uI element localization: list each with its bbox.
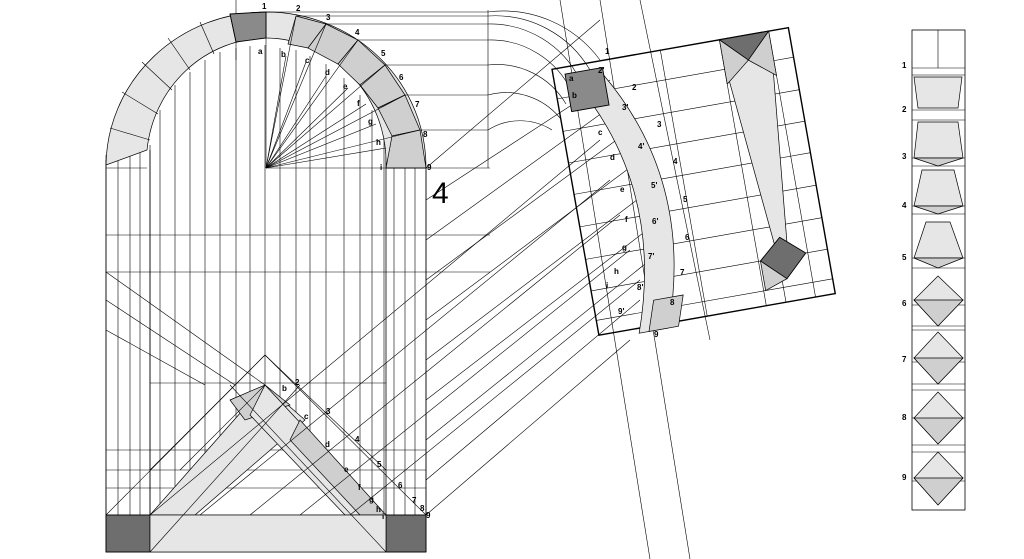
bottom-letter-f: f [358, 483, 361, 492]
strip-num-6: 6 [902, 299, 907, 308]
rot-letter-a: a [569, 74, 574, 83]
rot-prime-8: 8' [637, 283, 643, 292]
strip-num-1: 1 [902, 61, 907, 70]
bottom-letter-i: i [382, 512, 384, 521]
strip-num-4: 4 [902, 201, 907, 210]
strip-num-2: 2 [902, 105, 907, 114]
diagonal-lines [105, 271, 427, 553]
arc-letter-c: c [305, 56, 310, 65]
bottom-num-5: 5 [377, 460, 382, 469]
rot-letter-f: f [625, 215, 628, 224]
bottom-num-2: 2 [295, 378, 300, 387]
arc-letter-e: e [343, 82, 348, 91]
arc-num-8: 8 [423, 130, 428, 139]
arc-letter-g: g [368, 117, 373, 126]
strip-number-labels: 1 2 3 4 5 6 7 8 9 [902, 61, 907, 482]
arc-letter-i: i [380, 163, 382, 172]
bottom-letter-g: g [369, 495, 374, 504]
rot-num-3: 3 [657, 120, 662, 129]
bend-lines [149, 0, 711, 559]
bottom-num-7: 7 [412, 496, 417, 505]
arc-num-4: 4 [355, 28, 360, 37]
bottom-number-labels: 2 3 4 5 6 7 8 9 [295, 378, 431, 520]
arc-letter-f: f [357, 99, 360, 108]
big-label: 4 [432, 177, 449, 210]
bottom-letter-e: e [344, 465, 349, 474]
bottom-letter-h: h [376, 505, 381, 514]
bottom-num-9: 9 [426, 511, 431, 520]
rot-num-4: 4 [673, 157, 678, 166]
rot-prime-7: 7' [648, 252, 654, 261]
bottom-letter-labels: b c d e f g h i [282, 384, 384, 521]
rot-letter-c: c [598, 128, 603, 137]
bottom-num-8: 8 [420, 504, 425, 513]
bottom-letter-d: d [325, 440, 330, 449]
strip-num-5: 5 [902, 253, 907, 262]
bottom-num-3: 3 [326, 407, 331, 416]
bottom-num-4: 4 [355, 435, 360, 444]
arc-letter-h: h [376, 138, 381, 147]
rot-num-1: 1 [605, 47, 610, 56]
arc-num-7: 7 [415, 100, 420, 109]
rot-prime-6: 6' [652, 217, 658, 226]
rot-num-6: 6 [685, 233, 690, 242]
rot-prime-5: 5' [651, 181, 657, 190]
rot-letter-e: e [620, 185, 625, 194]
left-elevation [105, 0, 490, 553]
rot-num-7: 7 [680, 268, 685, 277]
rot-num-2: 2 [632, 83, 637, 92]
arc-letter-b: b [281, 50, 286, 59]
rot-prime-2: 2' [598, 66, 604, 75]
arc-letter-d: d [325, 68, 330, 77]
rot-num-8: 8 [670, 298, 675, 307]
rot-prime-9: 9' [618, 307, 624, 316]
bottom-num-6: 6 [398, 481, 403, 490]
rot-letter-g: g [622, 243, 627, 252]
bottom-letter-b: b [282, 384, 287, 393]
arc-num-3: 3 [326, 13, 331, 22]
rot-prime-4: 4' [638, 142, 644, 151]
rot-letter-h: h [614, 267, 619, 276]
rot-num-9: 9 [654, 330, 659, 339]
rot-num-5: 5 [683, 195, 688, 204]
rotated-letter-labels: a b c d e f g h i [569, 74, 628, 290]
strip-num-3: 3 [902, 152, 907, 161]
strip-num-9: 9 [902, 473, 907, 482]
rot-prime-3: 3' [622, 103, 628, 112]
arc-num-9: 9 [427, 163, 432, 172]
arc-number-labels: 1 2 3 4 5 6 7 8 9 [262, 2, 432, 172]
voussoir-strip [911, 29, 966, 511]
strip-num-8: 8 [902, 413, 907, 422]
arc-num-6: 6 [399, 73, 404, 82]
rot-letter-b: b [572, 91, 577, 100]
radial-rays [265, 12, 426, 169]
rotated-number-labels: 1 2 3 4 5 6 7 8 9 [605, 47, 690, 339]
arc-num-1: 1 [262, 2, 267, 11]
rot-letter-i: i [606, 281, 608, 290]
rotated-prime-labels: 2' 3' 4' 5' 6' 7' 8' 9' [598, 66, 658, 316]
strip-num-7: 7 [902, 355, 907, 364]
bottom-letter-c: c [304, 412, 309, 421]
rotated-view [551, 26, 837, 337]
arc-num-2: 2 [296, 4, 301, 13]
arc-num-5: 5 [381, 49, 386, 58]
arc-letter-labels: a b c d e f g h i [258, 47, 382, 172]
rot-letter-d: d [610, 153, 615, 162]
arc-letter-a: a [258, 47, 263, 56]
